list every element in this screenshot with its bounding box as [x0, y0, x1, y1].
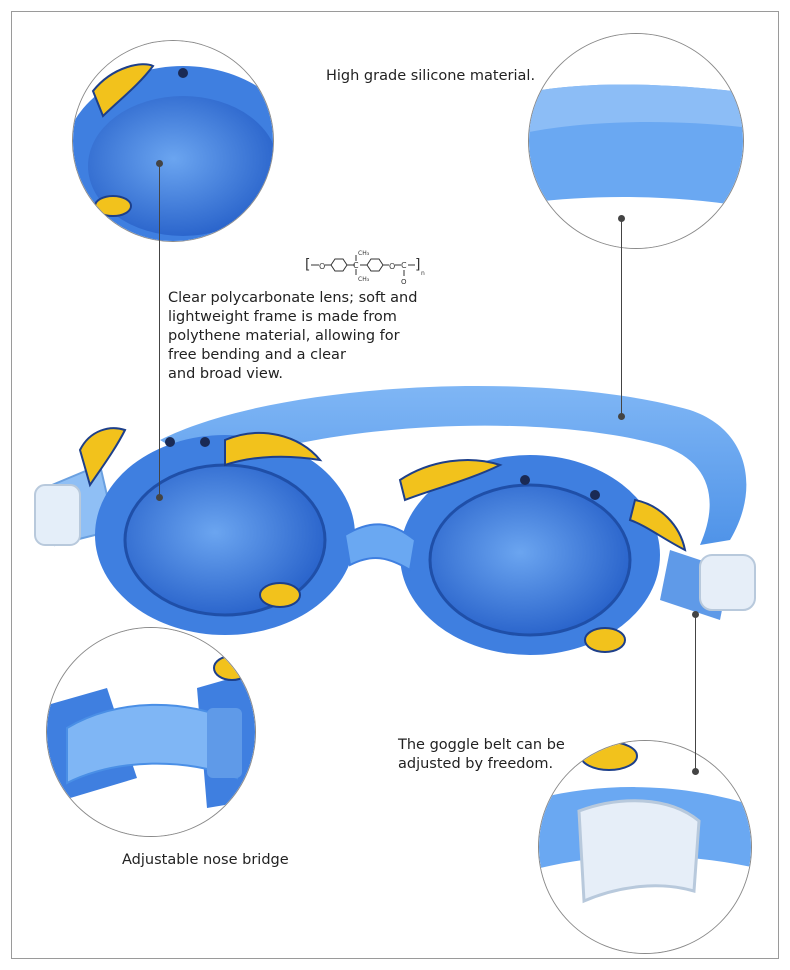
clip-left — [34, 484, 81, 546]
eyebrow-right-outer — [628, 498, 687, 552]
lens-leader-dot-top — [156, 160, 163, 167]
lens-detail-image — [73, 41, 273, 241]
svg-text:CH₃: CH₃ — [358, 276, 370, 283]
svg-text:n: n — [421, 270, 425, 277]
belt-caption-line: adjusted by freedom. — [398, 756, 554, 772]
strap-detail-circle — [528, 33, 744, 249]
strap-back — [160, 386, 747, 545]
svg-text:O: O — [389, 262, 395, 271]
lens-caption-line: free bending and a clear — [168, 347, 346, 363]
nose-bridge-detail-image — [47, 628, 255, 836]
svg-text:CH₃: CH₃ — [358, 250, 370, 257]
lens-caption-line: Clear polycarbonate lens; soft and — [168, 290, 418, 306]
belt-caption: The goggle belt can be adjusted by freed… — [398, 736, 598, 774]
belt-caption-line: The goggle belt can be — [398, 737, 565, 753]
clip-right — [699, 554, 756, 611]
strap-leader-dot-bottom — [618, 413, 625, 420]
nose-bridge-detail-circle — [46, 627, 256, 837]
lens-caption-line: lightweight frame is made from — [168, 309, 397, 325]
lens-caption-line: polythene material, allowing for — [168, 328, 400, 344]
chemical-formula-icon: [ O C CH₃ CH₃ O C O ] n — [305, 250, 425, 285]
silicone-caption: High grade silicone material. — [326, 68, 536, 84]
eyebrow-right — [398, 459, 503, 502]
strap-leader-line — [621, 218, 622, 417]
lens-detail-circle — [72, 40, 274, 242]
lens-leader-line — [159, 163, 160, 498]
goggles-illustration — [34, 386, 756, 655]
svg-text:C: C — [353, 261, 359, 270]
svg-text:]: ] — [415, 257, 420, 273]
page-border — [11, 11, 779, 959]
lens-caption: Clear polycarbonate lens; soft and light… — [168, 289, 458, 384]
eyebrow-left — [224, 432, 323, 467]
svg-text:O: O — [401, 278, 407, 285]
svg-text:O: O — [319, 262, 325, 271]
strap-leader-dot-top — [618, 215, 625, 222]
nose-bridge — [343, 523, 417, 572]
svg-text:C: C — [401, 261, 407, 270]
clip-leader-dot-bottom — [692, 768, 699, 775]
lens-leader-dot-bottom — [156, 494, 163, 501]
nose-caption: Adjustable nose bridge — [122, 852, 289, 868]
clip-leader-dot-top — [692, 611, 699, 618]
clip-detail-circle — [538, 740, 752, 954]
svg-text:[: [ — [305, 257, 310, 273]
eyebrow-left-outer — [78, 427, 127, 488]
clip-leader-line — [695, 614, 696, 772]
lens-caption-line: and broad view. — [168, 366, 283, 382]
lens-right — [428, 483, 632, 637]
clip-detail-image — [539, 741, 751, 953]
strap-detail-image — [529, 34, 743, 248]
